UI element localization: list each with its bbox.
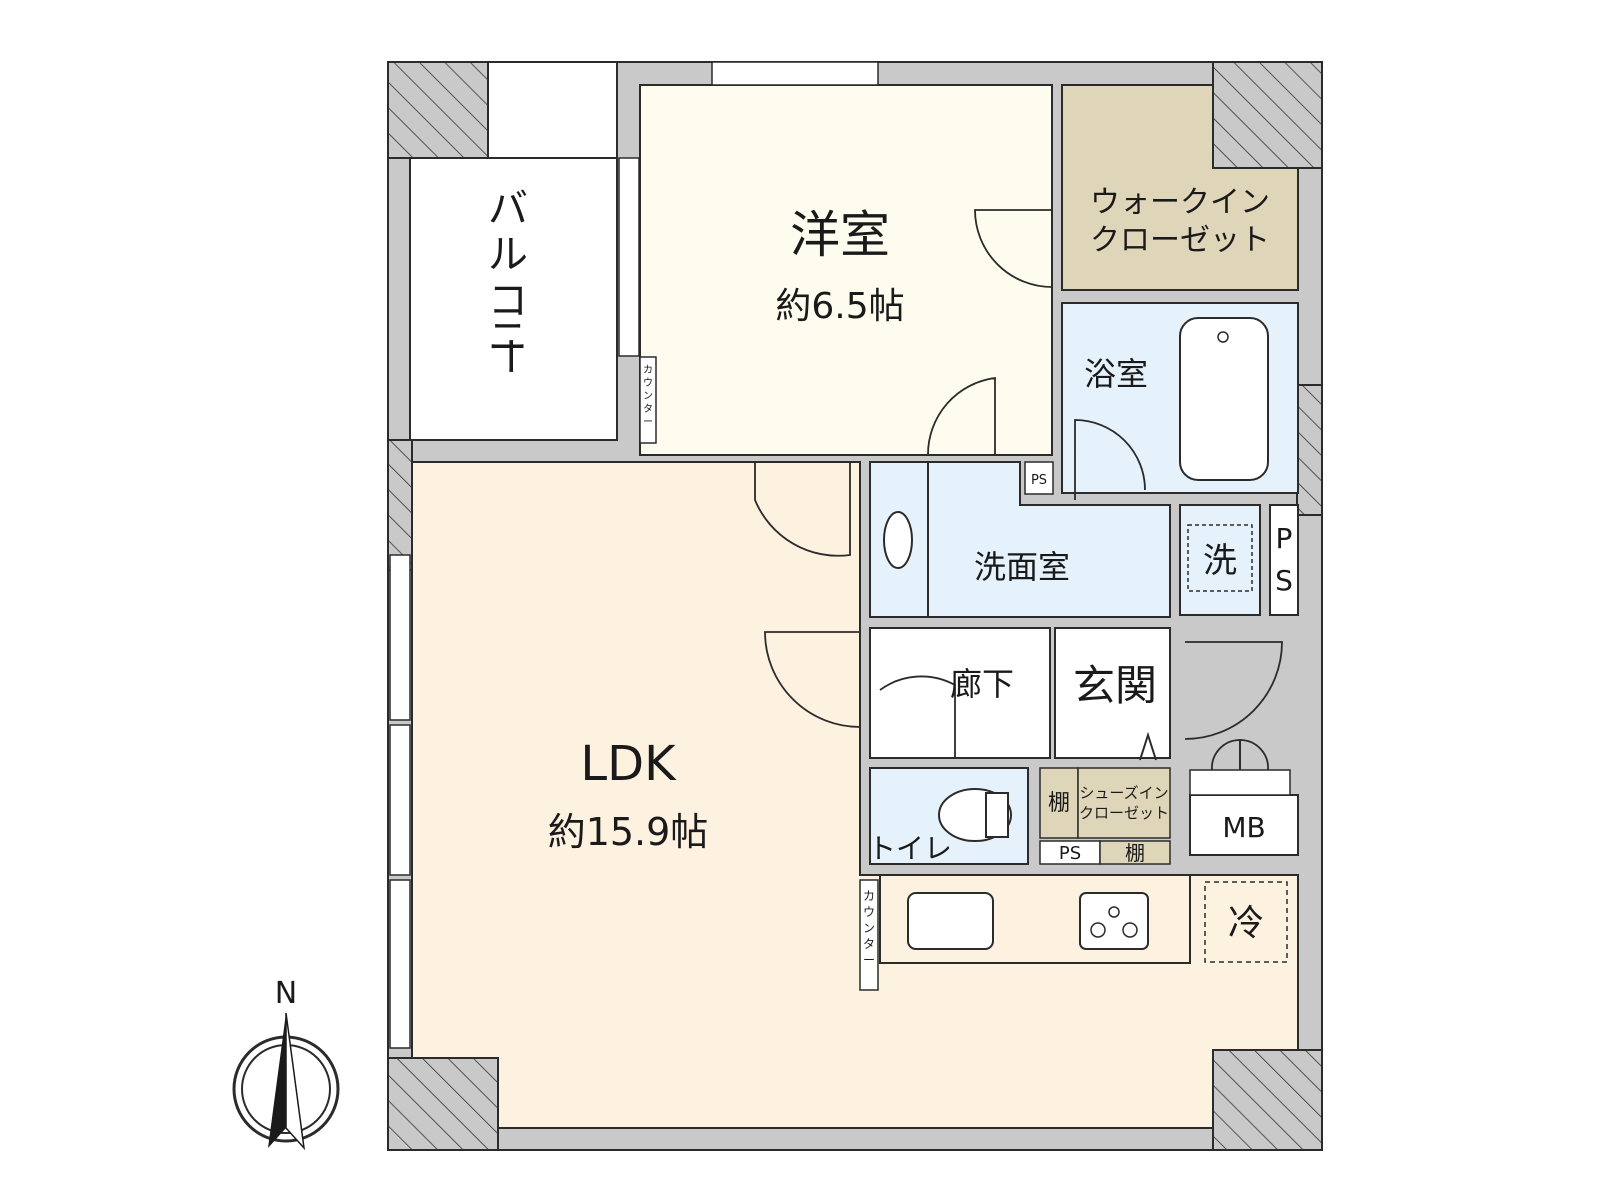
burner-icon: [1122, 922, 1138, 938]
shelf-1-box: [1039, 767, 1079, 839]
compass-label: N: [275, 976, 297, 1011]
svg-text:ン: ン: [863, 921, 875, 935]
western-room-area: [639, 84, 1053, 456]
column-sw: [387, 1057, 499, 1151]
fridge-outline: [1204, 881, 1288, 963]
mb-door-area: [1189, 769, 1291, 796]
counter-lower-label: カ ウ ン タ ー: [863, 889, 875, 967]
ldk-name: LDK: [580, 736, 677, 792]
ps-right-label-1: P: [1276, 522, 1293, 555]
shoe-closet-line2: クローゼット: [1079, 804, 1169, 822]
fridge-label: 冷: [1228, 903, 1264, 944]
compass: [232, 1012, 340, 1151]
shoe-closet-area: [1077, 767, 1171, 839]
counter-upper-box: [639, 356, 657, 444]
wic-label-line2: クローゼット: [1090, 223, 1270, 258]
column-e: [1296, 384, 1323, 516]
western-room-name: 洋室: [790, 206, 890, 264]
balcony-label-3: コ: [488, 278, 528, 324]
balcony-label-2: ル: [488, 232, 528, 278]
svg-text:カ: カ: [643, 364, 653, 376]
washer-area: [1179, 504, 1261, 616]
svg-text:ー: ー: [863, 953, 875, 967]
doors: [754, 209, 1283, 771]
toilet-label: トイレ: [868, 832, 952, 865]
entrance-label: 玄関: [1073, 661, 1157, 710]
svg-text:ン: ン: [643, 391, 653, 402]
window-top: [711, 61, 879, 86]
ps-right-box: [1269, 504, 1299, 616]
balcony-top: [487, 61, 618, 159]
window-west-3: [389, 879, 411, 1049]
washroom-label: 洗面室: [974, 548, 1070, 586]
column-se: [1212, 1049, 1323, 1151]
bathroom-label: 浴室: [1084, 355, 1148, 393]
balcony-label-1: バ: [488, 186, 528, 232]
shelf-2-label: 棚: [1125, 841, 1145, 865]
shelf-2-box: [1099, 840, 1171, 865]
balcony-area: [409, 157, 618, 441]
svg-text:タ: タ: [643, 403, 653, 415]
ps-small-bottom-label: PS: [1059, 843, 1081, 864]
counter-upper-label: カ ウ ン タ ー: [643, 364, 653, 428]
meter-box-label: MB: [1222, 811, 1265, 844]
column-ne: [1212, 61, 1323, 169]
entrance-area: [1054, 627, 1171, 759]
svg-text:カ: カ: [863, 889, 875, 903]
western-room-size: 約6.5帖: [775, 286, 904, 327]
entrance-step-icon: [1139, 731, 1157, 761]
svg-text:タ: タ: [863, 937, 875, 951]
balcony-door: [618, 157, 640, 357]
ps-small-top-box: [1024, 461, 1054, 495]
sink-icon: [883, 511, 913, 569]
ps-right-label-2: S: [1275, 564, 1293, 597]
ldk-size: 約15.9帖: [548, 810, 709, 854]
hallway-label: 廊下: [950, 665, 1014, 703]
washer-label: 洗: [1203, 541, 1237, 581]
bathtub-drain: [1217, 331, 1229, 343]
shelf-1-label: 棚: [1048, 791, 1070, 816]
balcony-label-5: ー: [486, 336, 532, 376]
toilet-tank: [985, 792, 1009, 838]
walk-in-closet-area: [1061, 84, 1299, 291]
window-west-2: [389, 724, 411, 876]
compass-arrow-icon: [268, 1013, 286, 1148]
burner-icon: [1108, 906, 1120, 918]
burner-icon: [1090, 922, 1106, 938]
kitchen-sink-icon: [907, 892, 994, 950]
column-w: [387, 439, 413, 571]
stove-icon: [1079, 892, 1149, 950]
column-nw: [387, 61, 489, 159]
window-west-1: [389, 554, 411, 721]
shoe-closet-line1: シューズイン: [1079, 784, 1168, 802]
wic-label-line1: ウォークイン: [1090, 185, 1270, 220]
svg-text:ウ: ウ: [863, 905, 875, 919]
svg-text:ウ: ウ: [643, 377, 653, 389]
counter-lower-box: [859, 879, 879, 991]
bathtub: [1179, 317, 1269, 481]
balcony-label-4: ニ: [488, 314, 528, 360]
svg-text:ー: ー: [643, 417, 653, 428]
washer-outline: [1187, 524, 1253, 592]
hallway-area: [869, 627, 1051, 759]
ps-small-top-label: PS: [1031, 473, 1047, 488]
